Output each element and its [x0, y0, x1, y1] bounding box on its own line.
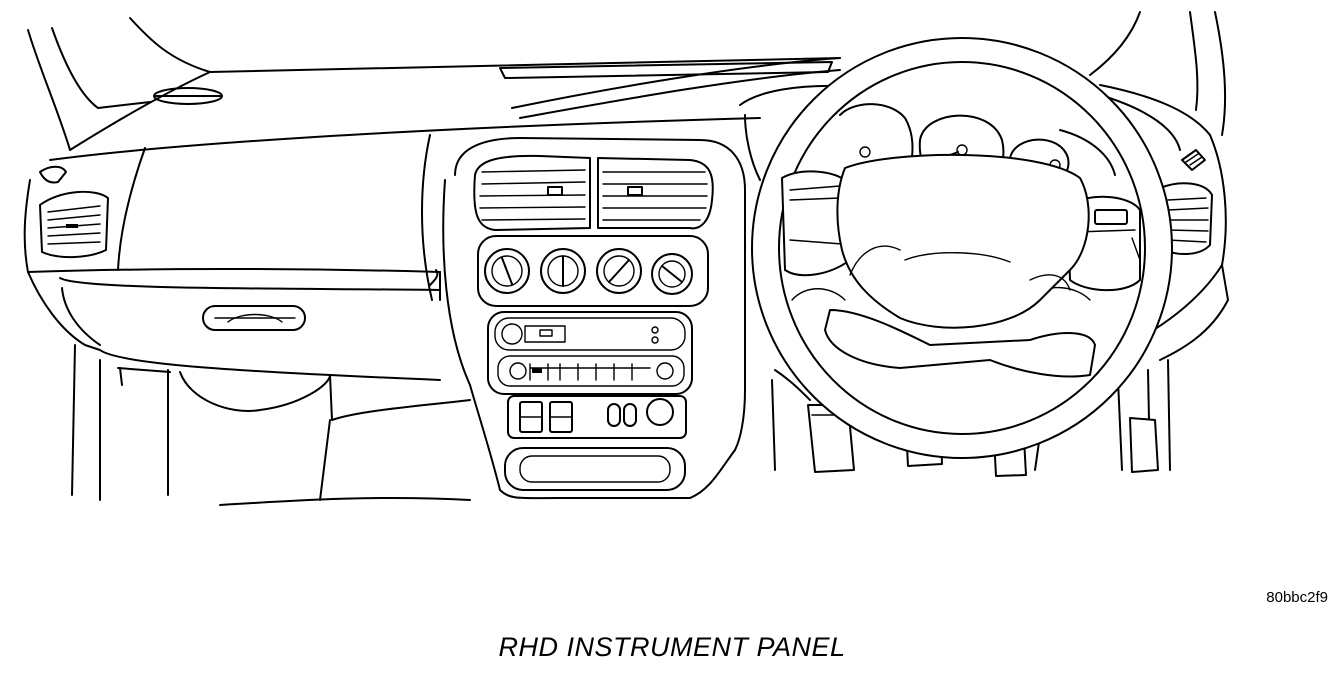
center-console	[443, 138, 745, 498]
speaker-grille-icon	[1182, 150, 1205, 170]
glove-box-handle-icon	[203, 306, 305, 330]
switch-bank-icon	[508, 396, 686, 438]
airbag-hub-icon	[837, 155, 1088, 328]
left-air-vent-icon	[40, 167, 108, 257]
climate-control-knobs-icon	[478, 236, 708, 306]
center-air-vents-icon	[474, 156, 713, 230]
right-a-pillar	[1090, 12, 1225, 135]
instrument-panel-drawing	[0, 0, 1344, 560]
defroster-grilles	[154, 58, 840, 118]
reference-code: 80bbc2f9	[1266, 589, 1328, 606]
glove-box-icon	[62, 270, 437, 345]
steering-wheel-icon	[752, 38, 1172, 458]
left-a-pillar	[28, 18, 210, 150]
figure-caption: RHD INSTRUMENT PANEL	[498, 632, 846, 662]
radio-unit-icon	[488, 312, 692, 394]
dashboard-outline	[25, 58, 1228, 505]
right-air-vent-icon	[1160, 183, 1212, 254]
storage-bin-icon	[505, 448, 685, 490]
